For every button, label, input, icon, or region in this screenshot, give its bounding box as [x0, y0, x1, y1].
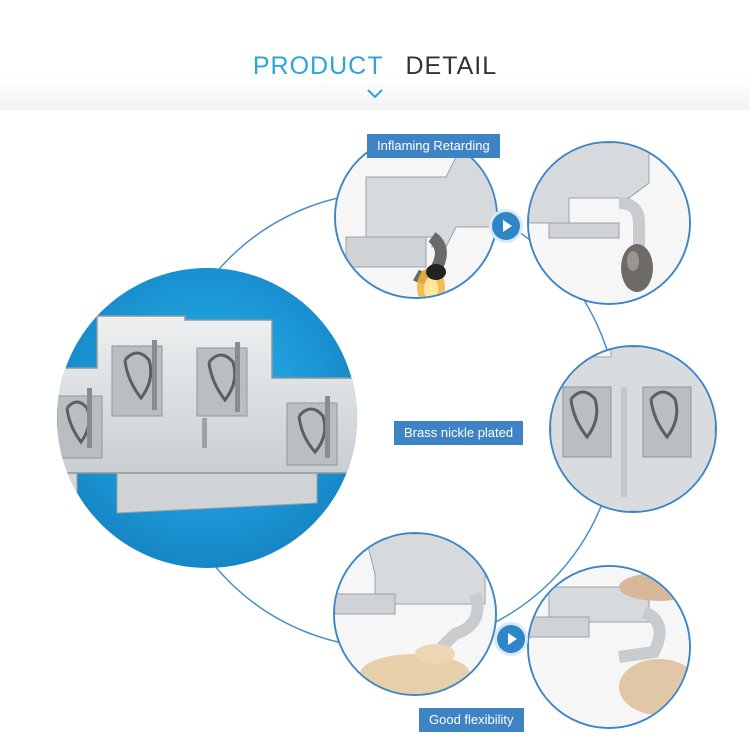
flame-test-circle — [334, 135, 498, 299]
bending-test-image — [335, 534, 495, 694]
terminal-block-image — [57, 315, 357, 514]
play-arrow-icon — [497, 625, 525, 653]
chevron-down-icon — [367, 89, 383, 99]
burnt-result-image — [529, 143, 689, 303]
feature-label-flame: Inflaming Retarding — [367, 134, 500, 158]
main-product-circle — [57, 268, 357, 568]
page-title: PRODUCT DETAIL — [0, 52, 750, 81]
bent-result-image — [529, 567, 689, 727]
bent-result-circle — [527, 565, 691, 729]
title-detail: DETAIL — [405, 52, 498, 80]
play-arrow-icon — [492, 212, 520, 240]
flame-test-image — [336, 137, 496, 297]
header-band — [0, 0, 750, 110]
feature-label-brass: Brass nickle plated — [394, 421, 524, 445]
burnt-result-circle — [527, 141, 691, 305]
title-product: PRODUCT — [252, 52, 384, 80]
bending-test-circle — [333, 532, 497, 696]
brass-contacts-circle — [549, 345, 717, 513]
feature-label-flex: Good flexibility — [419, 708, 524, 732]
brass-contacts-image — [551, 347, 715, 511]
